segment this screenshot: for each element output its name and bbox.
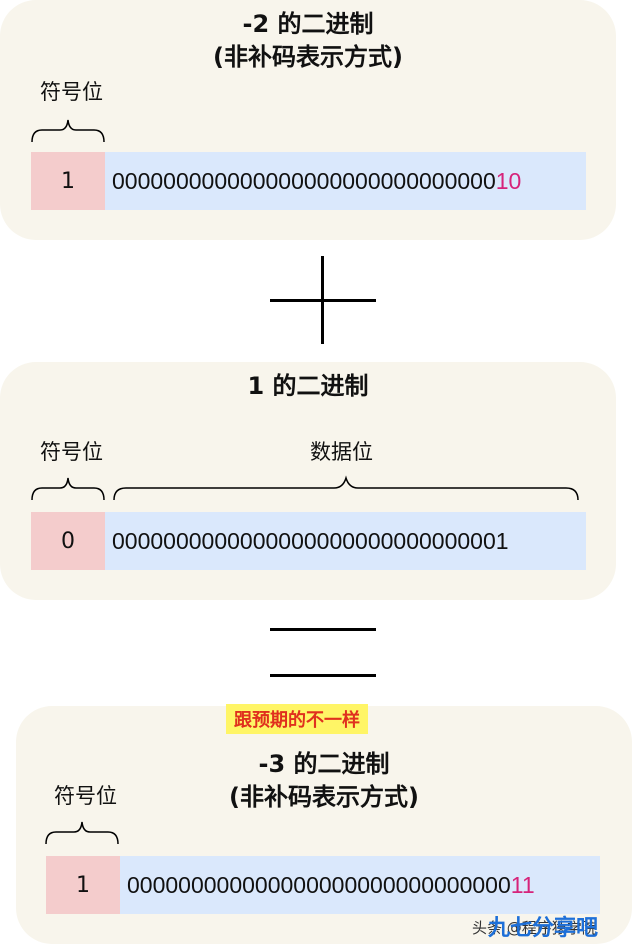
plus-operator: + <box>270 256 376 344</box>
data-bits-brace <box>113 475 579 501</box>
panel-minus-two: -2 的二进制 (非补码表示方式) 符号位 1 0000000000000000… <box>0 0 616 240</box>
bits-main: 000000000000000000000000000000 <box>112 167 496 194</box>
bits-tail-highlight: 11 <box>510 871 535 898</box>
watermark-logo: 九七分享吧 <box>488 916 599 941</box>
panel-title: 1 的二进制 <box>247 372 369 400</box>
sign-bit-cell: 0 <box>31 512 105 570</box>
title-line1: -3 的二进制 <box>258 750 390 778</box>
sign-bit-label: 符号位 <box>40 80 103 104</box>
title-line1: -2 的二进制 <box>242 10 374 38</box>
panel-minus-three: -3 的二进制 (非补码表示方式) 符号位 1 0000000000000000… <box>16 706 632 944</box>
sign-bit-label: 符号位 <box>54 784 117 808</box>
bits-tail-highlight: 10 <box>495 167 522 194</box>
panel-title: -3 的二进制 (非补码表示方式) <box>16 748 632 814</box>
panel-title: -2 的二进制 (非补码表示方式) <box>0 8 616 74</box>
plus-operator-text: + <box>270 256 271 257</box>
data-bits-cell: 0000000000000000000000000000001 <box>105 512 586 570</box>
watermark-text: 头条 @程序猿学院 <box>472 919 597 937</box>
data-bits-label: 数据位 <box>310 440 373 464</box>
title-line2: (非补码表示方式) <box>213 43 403 71</box>
sign-bit-cell: 1 <box>31 152 105 210</box>
unexpected-result-note: 跟预期的不一样 <box>226 704 368 734</box>
sign-bit-label: 符号位 <box>40 440 103 464</box>
title-line2: (非补码表示方式) <box>229 783 419 811</box>
sign-bit-brace <box>31 477 105 501</box>
bits-main: 000000000000000000000000000000 <box>127 871 511 898</box>
sign-bit-brace <box>45 821 119 845</box>
sign-bit-cell: 1 <box>46 856 120 914</box>
equals-operator: = <box>270 628 376 680</box>
sign-bit-brace <box>31 119 105 143</box>
bits-main: 0000000000000000000000000000001 <box>112 527 509 554</box>
panel-one: 1 的二进制 符号位 数据位 0 00000000000000000000000… <box>0 362 616 600</box>
